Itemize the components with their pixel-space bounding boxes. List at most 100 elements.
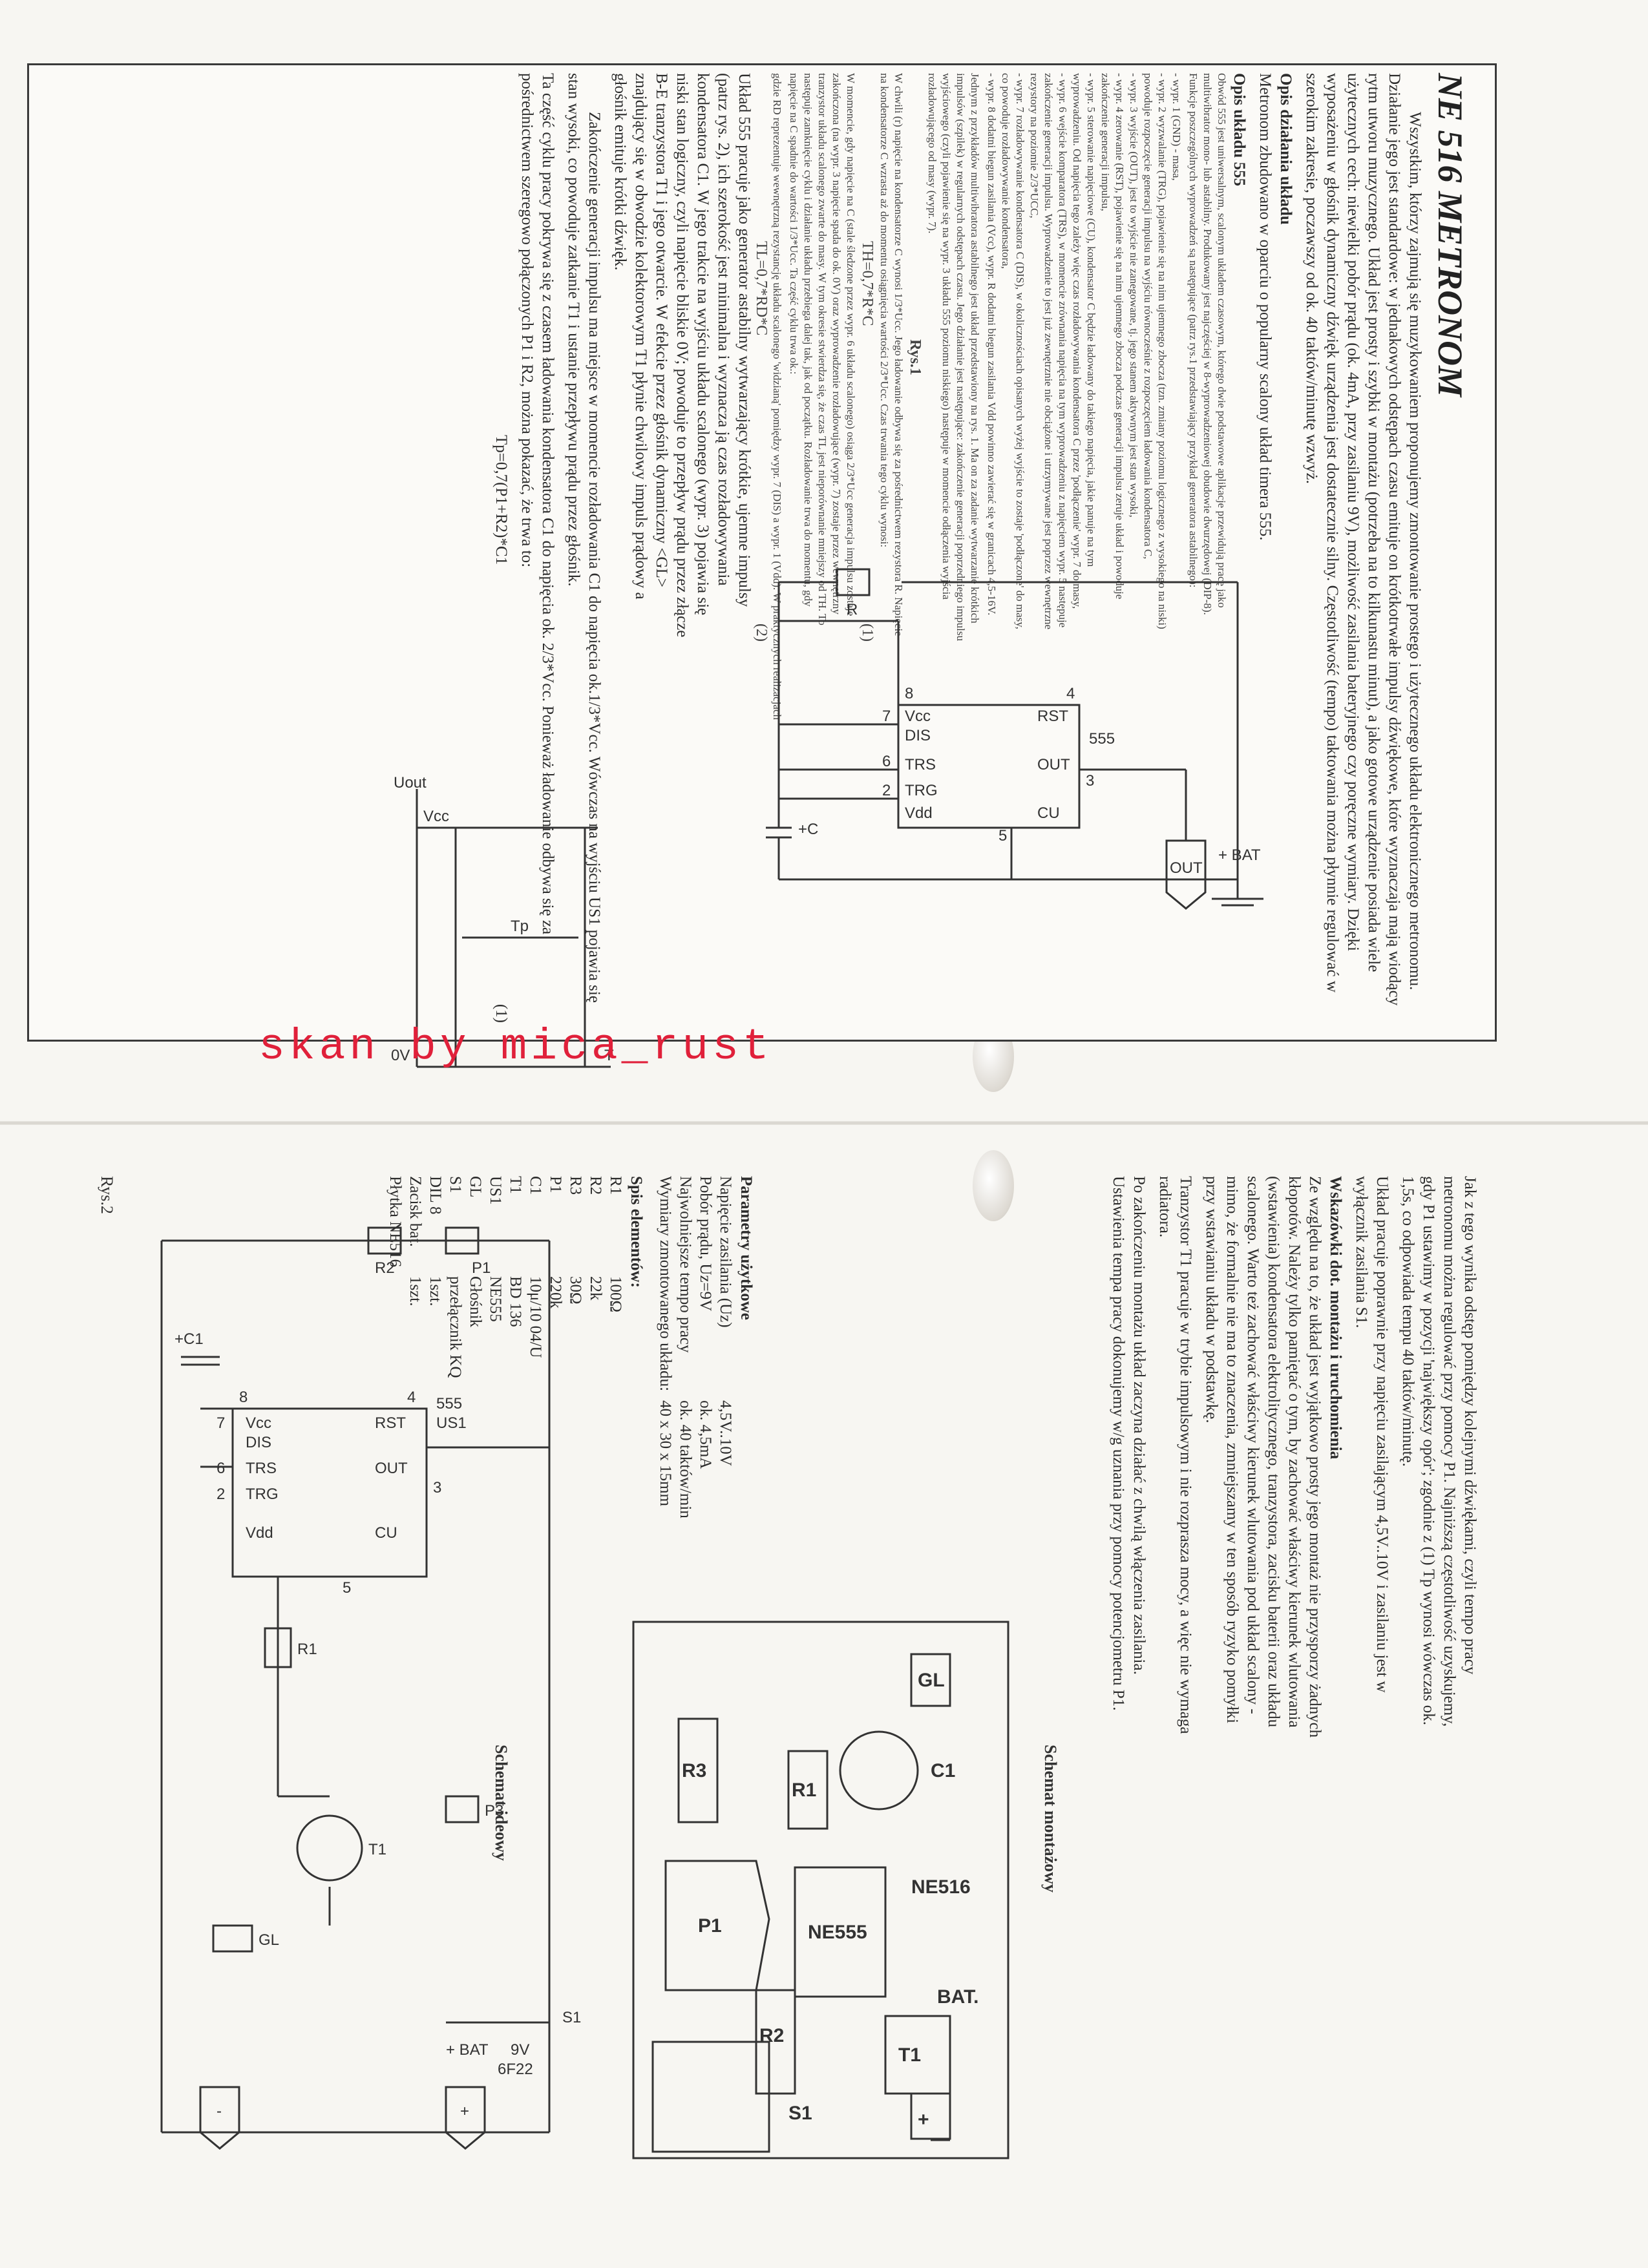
pcb-label-t1: T1 (898, 2044, 921, 2066)
schem2-label-t1: T1 (368, 1841, 386, 1858)
heading-montaz: Wskazówki dot. montażu i uruchomienia (1327, 1176, 1344, 1460)
schem2-pin-8: 8 (239, 1389, 248, 1406)
wave-label-0v: 0V (391, 1047, 410, 1064)
schem2-label-cu: CU (375, 1524, 397, 1542)
schem2-label-vcc: Vcc (246, 1414, 271, 1432)
schem2-pin-7: 7 (217, 1414, 225, 1432)
schem-pin-4: 4 (1066, 685, 1075, 702)
param-label: Wymiary zmontowanego układu: (657, 1176, 674, 1392)
param-value: ok. 4,5mA (697, 1400, 714, 1469)
pcb-label-ne555: NE555 (808, 1922, 867, 1943)
schem-pin-8: 8 (905, 685, 913, 702)
assembly-diagram-title: Schemat montażowy (1041, 1745, 1060, 1893)
schem2-label-r1: R1 (297, 1641, 317, 1658)
wave-label-vcc: Vcc (423, 808, 449, 825)
param-label: Najwolniejsze tempo pracy (677, 1176, 694, 1353)
schem2-label-us1: US1 (436, 1414, 467, 1432)
schem-chip-555: 555 (1089, 730, 1115, 748)
schem-label-vdd: Vdd (905, 804, 933, 822)
schem2-label-p3: P3 (485, 1802, 503, 1820)
schem2-label-dis: DIS (246, 1434, 271, 1451)
pcb-label-s1: S1 (788, 2103, 812, 2124)
params-table: Napięcie zasilania (Uz) 4,5V..10V Pobór p… (655, 1176, 735, 1528)
param-value: ok. 40 taktów/min (677, 1400, 694, 1518)
pcb-label-r3: R3 (682, 1760, 706, 1781)
schem2-pin-3: 3 (433, 1479, 441, 1496)
pcb-label-c1: C1 (931, 1760, 955, 1781)
schem2-label-r2: R2 (375, 1259, 395, 1277)
schem-label-rst: RST (1037, 708, 1068, 725)
schem2-label-9v: 9V (511, 2041, 529, 2059)
paragraph-minimal: Układ 555 pracuje jako generator astabil… (611, 73, 753, 638)
pcb-label-r2: R2 (759, 2025, 784, 2046)
schem-label-trg: TRG (905, 782, 938, 799)
schem2-label-bat: + BAT (446, 2041, 489, 2059)
wave-label-t: T (604, 1047, 614, 1064)
schem-label-dis: DIS (905, 727, 931, 744)
rys2-schematic: P1 R2 +C1 8 4 Vcc RST 7 DIS US1 555 6 TR… (160, 1226, 581, 2150)
schem2-label-plus: + (460, 2103, 469, 2120)
schem-label-out: OUT (1037, 756, 1070, 773)
schem2-label-out: OUT (375, 1460, 408, 1477)
schem-label-vcc: Vcc (905, 708, 931, 725)
schem-pin-2: 2 (882, 782, 891, 799)
schem2-label-6f22: 6F22 (498, 2061, 533, 2078)
pcb-assembly-diagram: GL C1 R3 R1 NE516 NE555 P1 R2 BAT. T1 S1… (632, 1621, 1009, 2159)
schem-label-trs: TRS (905, 756, 936, 773)
schem-pin-6: 6 (882, 753, 891, 770)
paragraph-power: Układ pracuje poprawnie przy napięciu za… (1353, 1176, 1391, 1693)
rys1-schematic: R 8 4 Vcc RST 7 DIS 555 6 TRS OUT 3 2 TR… (766, 568, 1263, 910)
table-row: Wymiary zmontowanego układu: 40 x 30 x 15… (655, 1176, 675, 1528)
wave-label-tp: Tp (511, 918, 529, 935)
schem-out-arrow-label: OUT (1170, 859, 1203, 877)
pcb-label-ne516: NE516 (911, 1876, 971, 1898)
pcb-label-r1: R1 (792, 1780, 816, 1801)
schem-pin-7: 7 (882, 708, 891, 725)
schem2-label-minus: - (217, 2103, 222, 2120)
param-label: Napięcie zasilania (Uz) (717, 1176, 734, 1328)
schem-label-cu: CU (1037, 804, 1060, 822)
scan-watermark: skan by mica_rust (259, 1022, 773, 1072)
pcb-label-gl: GL (918, 1670, 945, 1691)
pcb-label-plus: + (918, 2109, 929, 2130)
schem2-label-trg: TRG (246, 1486, 279, 1503)
schem-pin-5: 5 (998, 827, 1007, 845)
paragraph-start: Po zakończeniu montażu układ zaczyna dzi… (1110, 1176, 1148, 1711)
schem2-label-p1: P1 (472, 1259, 491, 1277)
timing-waveform: Uout Vcc 0V Tp T (391, 776, 614, 1068)
schem2-label-vdd: Vdd (246, 1524, 273, 1542)
assembly-page: Jak z tego wynika odstęp pomiędzy kolejn… (58, 1163, 1506, 2223)
schem2-pin-5: 5 (343, 1579, 351, 1597)
formula-tp: Tp=0,7(P1+R2)*C1 (492, 435, 510, 565)
schem-pin-3: 3 (1086, 772, 1094, 790)
schem2-pin-4: 4 (407, 1389, 416, 1406)
table-row: Najwolniejsze tempo pracy ok. 40 taktów/m… (675, 1176, 695, 1528)
param-label: Pobór prądu, Uz=9V (697, 1176, 714, 1312)
pcb-label-p1: P1 (698, 1915, 722, 1937)
schem2-label-gl: GL (259, 1931, 279, 1949)
schem2-label-rst: RST (375, 1414, 406, 1432)
page-fold (0, 1121, 1648, 1125)
table-row: Pobór prądu, Uz=9V ok. 4,5mA (695, 1176, 715, 1528)
param-value: 4,5V..10V (717, 1400, 734, 1466)
pcb-label-minus: — (931, 2128, 950, 2150)
formula-th: TH=0,7*R*C (859, 241, 876, 326)
schem2-pin-6: 6 (217, 1460, 225, 1477)
schem2-label-c1: +C1 (174, 1330, 204, 1348)
schem-label-bat: + BAT (1218, 846, 1261, 864)
param-value: 40 x 30 x 15mm (657, 1400, 674, 1507)
table-row: Napięcie zasilania (Uz) 4,5V..10V (715, 1176, 735, 1528)
pcb-label-bat: BAT. (937, 1986, 978, 2008)
schem2-pin-2: 2 (217, 1486, 225, 1503)
metronome-article-panel: NE 516 METRONOM Wszystkim, którzy zajmuj… (27, 63, 1497, 1068)
schem2-label-s1: S1 (562, 2009, 581, 2026)
paragraph-t1: Tranzystor T1 pracuje w trybie impulsowy… (1156, 1176, 1194, 1734)
schem2-label-trs: TRS (246, 1460, 277, 1477)
punch-hole (973, 1150, 1014, 1221)
schem-label-r: R (847, 601, 858, 618)
schem-label-c: +C (798, 821, 818, 838)
paragraph-montaz: Ze względu na to, że układ jest wyjątkow… (1203, 1176, 1324, 1738)
schem2-chip-555: 555 (436, 1395, 462, 1412)
article-title: NE 516 METRONOM (1431, 73, 1470, 397)
wave-label-uout: Uout (394, 776, 427, 792)
